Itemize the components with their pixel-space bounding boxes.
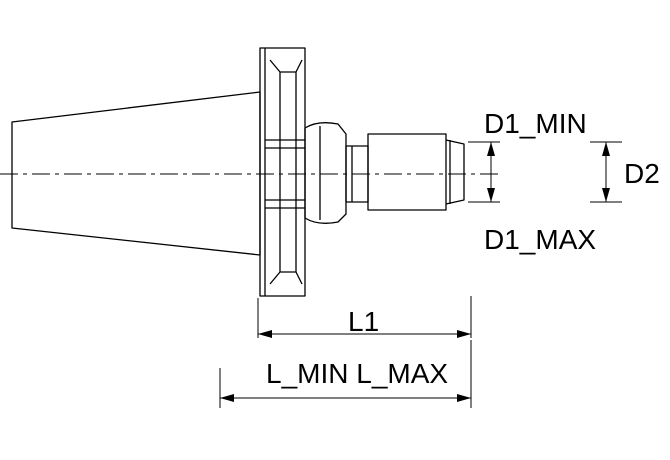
v-groove-bottom [269, 271, 303, 285]
l-arrow-right [457, 394, 471, 402]
d1-arrow-bottom [487, 188, 495, 202]
l1-arrow-left [258, 330, 272, 338]
d1-max-label: D1_MAX [484, 224, 597, 255]
l1-arrow-right [457, 330, 471, 338]
d1-arrow-top [487, 142, 495, 156]
d2-label: D2 [624, 158, 660, 189]
l-arrow-left [220, 394, 234, 402]
d2-arrow-bottom [602, 188, 610, 202]
collar [304, 122, 347, 224]
flange [259, 47, 306, 297]
d2-arrow-top [602, 142, 610, 156]
nose-body [367, 133, 447, 211]
nose-tip [445, 139, 465, 205]
l1-label: L1 [348, 306, 380, 337]
v-groove-top [269, 59, 303, 73]
l-min-max-label: L_MIN L_MAX [266, 358, 449, 389]
d1-min-label: D1_MIN [484, 108, 587, 139]
